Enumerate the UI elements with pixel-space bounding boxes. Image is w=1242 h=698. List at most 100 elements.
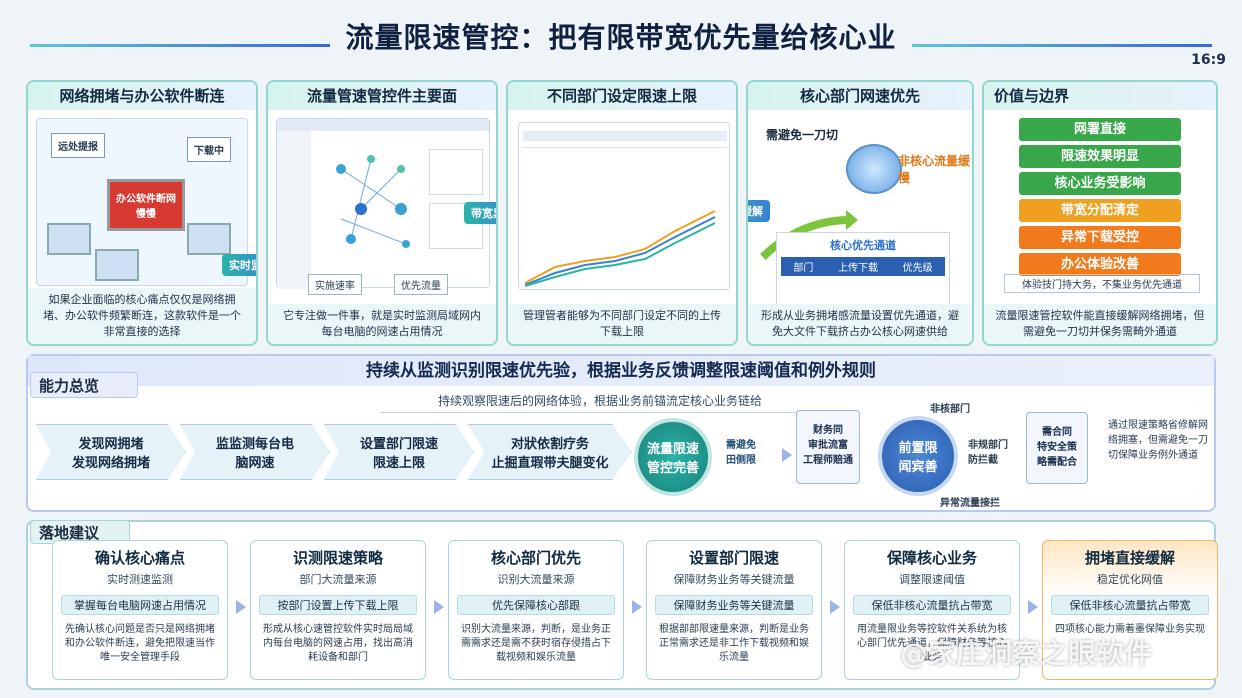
circle-label: 前置限 闻宾善 bbox=[898, 441, 938, 475]
step-label: 监监测每台电 脑网速 bbox=[215, 437, 294, 471]
pc-label: 远处提报 bbox=[51, 133, 105, 158]
mini-chart bbox=[429, 203, 483, 249]
network-illustration: 远处提报 下载中 办公软件断网 慢慢 bbox=[36, 118, 248, 286]
limit-complete-circle: 流量限速 管控完善 bbox=[634, 418, 712, 496]
topology-graph bbox=[336, 155, 410, 248]
advice-card: 确认核心痛点实时测速监测掌握每台电脑网速占用情况先确认核心问题是否只是网络拥堵和… bbox=[52, 540, 228, 680]
advice-card: 拥堵直接缓解稳定优化网值保低非核心流量抗占带宽四项核心能力需着墨保障业务实现 bbox=[1042, 540, 1218, 680]
advice-card: 设置部门限速保障财务业务等关键流量保障财务业务等关键流量根据部部限速量来源，判断… bbox=[646, 540, 822, 680]
sidebar bbox=[277, 131, 311, 289]
bandwidth-line-chart bbox=[525, 210, 716, 287]
card-title: 设置部门限速 bbox=[688, 549, 779, 567]
office-disconnect-monitor: 办公软件断网 慢慢 bbox=[107, 179, 185, 231]
advice-card: 保障核心业务调整限速阈值保低非核心流量抗占带宽用流量限业务等控软件关系统为核心部… bbox=[844, 540, 1020, 680]
card-description: 先确认核心问题是否只是网络拥堵和办公软件断连，避免把限速当作唯一安全管理手段 bbox=[65, 624, 215, 663]
realtime-rate-button[interactable]: 实施速率 bbox=[308, 274, 362, 295]
final-note: 通过限速策略省修解网络拥塞，但需避免一刀切保障业务例外通道 bbox=[1108, 420, 1208, 461]
value-item: 带宽分配清定 bbox=[1019, 199, 1181, 222]
value-item: 办公体验改善 bbox=[1019, 253, 1181, 276]
pc-icon bbox=[95, 249, 139, 281]
congestion-relief-tag: 拥堵缓解 bbox=[748, 200, 770, 222]
priority-table-title: 核心优先通道 bbox=[830, 239, 896, 252]
pc-icon bbox=[187, 223, 231, 255]
card-strip: 按部门设置上传下载上限 bbox=[259, 595, 417, 615]
value-item: 网署直接 bbox=[1019, 118, 1181, 141]
aspect-ratio-label: 16:9 bbox=[1191, 52, 1226, 68]
ability-subline: 持续观察限速后的网络体验，根据业务前锚流定核心业务链给 bbox=[380, 392, 820, 413]
next-arrow-icon bbox=[632, 600, 642, 614]
panel-value-boundary: 价值与边界 网署直接 限速效果明显 核心业务受影响 带宽分配清定 异常下载受控 … bbox=[982, 80, 1218, 346]
realtime-monitor-tag: 实时监测 bbox=[222, 254, 256, 276]
band-title: 持续从监测识别限速优先验，根据业务反馈调整限速阈值和例外规则 bbox=[28, 356, 1214, 386]
abnormal-block-label: 异常流量接拦 bbox=[940, 498, 1000, 509]
card-subtitle: 调整限速阈值 bbox=[899, 573, 965, 586]
next-arrow-icon bbox=[434, 600, 444, 614]
card-subtitle: 保障财务业务等关键流量 bbox=[673, 573, 795, 586]
window-titlebar bbox=[277, 119, 489, 131]
step-monitor-speed: 监监测每台电 脑网速 bbox=[180, 424, 330, 480]
col-header: 优先级 bbox=[902, 263, 933, 274]
card-title: 拥堵直接缓解 bbox=[1084, 549, 1175, 567]
monitor-text: 办公软件断网 bbox=[116, 194, 176, 205]
col-header: 部门 bbox=[793, 263, 814, 274]
priority-table-header: 部门 上传下载 优先级 bbox=[781, 257, 945, 276]
step-label: 对狀依割疗务 止掘直瑕带夫腿变化 bbox=[491, 437, 609, 471]
step-label: 设置部门限速 限速上限 bbox=[359, 437, 438, 471]
step-set-limit: 设置部门限速 限速上限 bbox=[324, 424, 474, 480]
title-deco-left bbox=[30, 44, 330, 47]
panel-core-priority: 核心部门网速优先 需避免一刀切 非核心流量缓慢 拥堵缓解 核心优先通道 部门 上… bbox=[746, 80, 974, 346]
card-strip: 保低非核心流量抗占带宽 bbox=[853, 595, 1011, 615]
priority-table: 核心优先通道 部门 上传下载 优先级 bbox=[776, 232, 950, 306]
download-label: 下载中 bbox=[187, 137, 231, 162]
panel-caption: 管理管者能够为不同部门设定不同的上传下载上限 bbox=[508, 304, 736, 344]
mid-label: 需避免 田侧限 bbox=[726, 440, 756, 466]
panel-title: 流量管速管控件主要面 bbox=[268, 82, 496, 110]
card-strip: 优先保障核心部跟 bbox=[457, 595, 615, 615]
step-discover-congestion: 发现网拥堵 发现网络拥堵 bbox=[36, 424, 186, 480]
circle-label: 流量限速 管控完善 bbox=[646, 442, 699, 476]
limit-table bbox=[523, 147, 727, 197]
card-description: 根据部部限速量来源，判断是业务正常需求还是非工作下载视频和娱乐流量 bbox=[659, 624, 809, 663]
ability-overview-band: 持续从监测识别限速优先验，根据业务反馈调整限速阈值和例外规则 bbox=[26, 354, 1216, 512]
flow-arrow-icon bbox=[782, 448, 792, 462]
panel-caption: 它专注做一件事，就是实时监测局域网内每台电脑的网速占用情况 bbox=[268, 304, 496, 344]
step-label: 发现网拥堵 发现网络拥堵 bbox=[71, 437, 150, 471]
panel-department-limit: 不同部门设定限速上限 管理管者能够为不同部门设定不同的上传下载上限 bbox=[506, 80, 738, 346]
noncore-block-label: 非规部门 防拦截 bbox=[968, 440, 1008, 466]
value-item: 限速效果明显 bbox=[1019, 145, 1181, 168]
mini-chart bbox=[429, 149, 483, 195]
security-box: 需合同 特安全策 略需配合 bbox=[1026, 412, 1088, 484]
panel-caption: 流量限速管控软件能直接缓解网络拥堵，但需避免一刀切并保务需畸外通道 bbox=[984, 304, 1216, 344]
card-description: 用流量限业务等控软件关系统为核心部门优先通道，保障财务等核心业务 bbox=[857, 624, 1007, 663]
ability-tag: 能力总览 bbox=[30, 372, 138, 398]
panel-title: 网络拥堵与办公软件断连 bbox=[28, 82, 256, 110]
page-title: 流量限速管控：把有限带宽优先量给核心业 bbox=[345, 21, 897, 54]
avoid-blanket-label: 需避免一刀切 bbox=[766, 128, 839, 142]
panel-network-congestion: 网络拥堵与办公软件断连 远处提报 下载中 办公软件断网 慢慢 实时监测 如果企业… bbox=[26, 80, 258, 346]
card-strip: 掌握每台电脑网速占用情况 bbox=[61, 595, 219, 615]
step-observe-change: 对狀依割疗务 止掘直瑕带夫腿变化 bbox=[468, 424, 632, 480]
card-subtitle: 部门大流量来源 bbox=[299, 573, 377, 586]
pre-limit-circle: 前置限 闻宾善 bbox=[878, 416, 958, 496]
col-header: 上传下载 bbox=[837, 263, 878, 274]
panel-title: 核心部门网速优先 bbox=[748, 82, 972, 110]
shield-icon bbox=[846, 144, 902, 194]
value-item: 异常下载受控 bbox=[1019, 226, 1181, 249]
priority-traffic-button[interactable]: 优先流量 bbox=[394, 274, 448, 295]
card-title: 确认核心痛点 bbox=[94, 549, 185, 567]
card-description: 识别大流量来源，判断，是业务正需需求还是需不获时宿存侵措占下载视频和娱乐流量 bbox=[461, 624, 611, 663]
value-item: 核心业务受影响 bbox=[1019, 172, 1181, 195]
card-strip: 保障财务业务等关键流量 bbox=[655, 595, 813, 615]
panel-title: 价值与边界 bbox=[984, 82, 1216, 110]
card-subtitle: 识别大流量来源 bbox=[497, 573, 575, 586]
advice-card: 识测限速策略部门大流量来源按部门设置上传下载上限形成从核心速管控软件实时局局域内… bbox=[250, 540, 426, 680]
panel-title: 不同部门设定限速上限 bbox=[508, 82, 736, 110]
card-title: 保障核心业务 bbox=[886, 549, 977, 567]
panel-caption: 形成从业务拥堵感流量设置优先通道，避免大文件下载挤占办公核心网速供给 bbox=[748, 304, 972, 344]
monitor-subtext: 慢慢 bbox=[136, 209, 156, 220]
next-arrow-icon bbox=[1028, 600, 1038, 614]
pc-icon bbox=[47, 223, 91, 255]
next-arrow-icon bbox=[830, 600, 840, 614]
boundary-note: 体验技门持大务，不集业务优先通道 bbox=[1004, 274, 1200, 293]
card-subtitle: 实时测速监测 bbox=[107, 573, 173, 586]
